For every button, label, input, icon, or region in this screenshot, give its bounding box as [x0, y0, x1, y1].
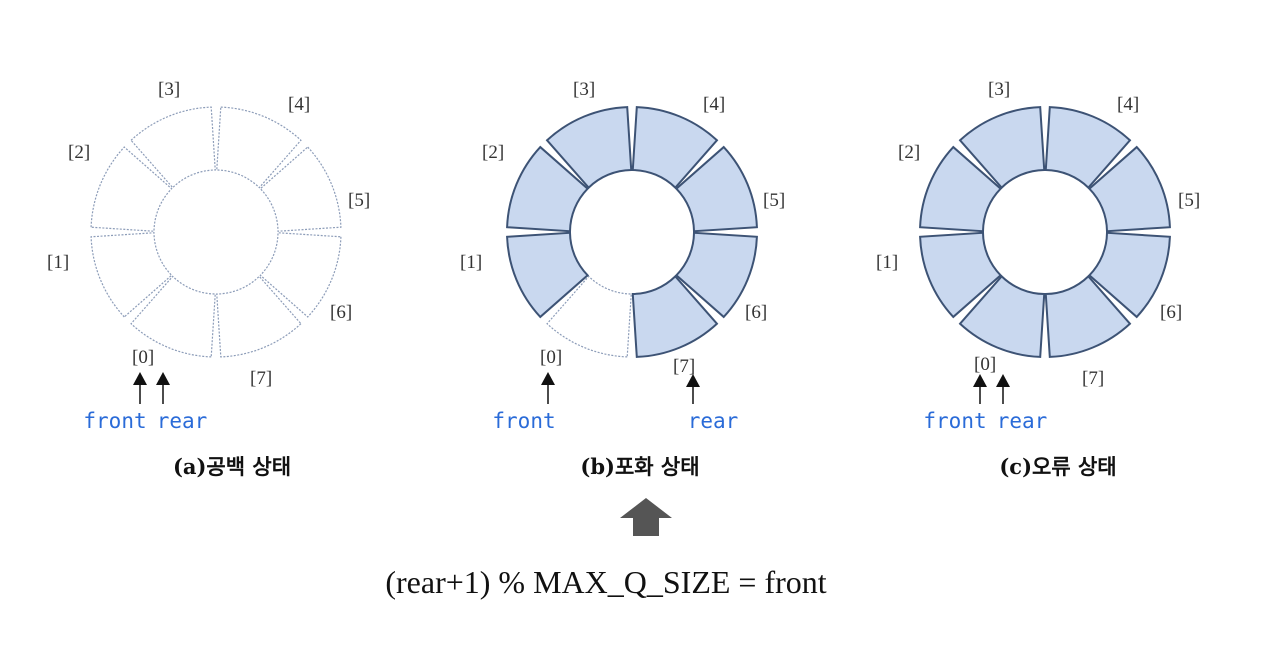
- full-condition-formula: (rear+1) % MAX_Q_SIZE = front: [385, 564, 826, 600]
- queue-a-slot-2: [90, 146, 173, 232]
- queue-c-rear-label: rear: [997, 409, 1048, 433]
- queue-c-slot-label-1: [1]: [876, 252, 898, 273]
- queue-b-slot-5: [674, 145, 758, 233]
- queue-a-slot-7: [216, 275, 302, 358]
- queue-a-slot-label-0: [0]: [132, 347, 154, 368]
- queue-c-slot-label-7: [7]: [1082, 368, 1104, 389]
- queue-a-slot-5: [259, 146, 342, 232]
- queue-c-rear-arrow: [996, 374, 1010, 404]
- queue-b-slot-1: [506, 231, 590, 319]
- queue-b-slot-7: [631, 274, 719, 358]
- queue-b-slot-2: [506, 145, 590, 233]
- queue-a: [0] [1] [2] [3] [4] [5] [6] [7] front re…: [47, 79, 370, 479]
- queue-c-front-label: front: [923, 409, 986, 433]
- queue-a-slot-label-1: [1]: [47, 252, 69, 273]
- queue-b-slot-label-7: [7]: [673, 356, 695, 377]
- queue-c-slot-2: [919, 145, 1003, 233]
- queue-b-rear-arrow: [686, 374, 700, 404]
- queue-a-slot-label-3: [3]: [158, 79, 180, 100]
- queue-b-slot-label-5: [5]: [763, 190, 785, 211]
- queue-c-slot-3: [958, 106, 1046, 190]
- queue-a-slot-4: [216, 106, 302, 189]
- queue-c: [0] [1] [2] [3] [4] [5] [6] [7] front re…: [876, 79, 1200, 479]
- queue-c-slot-label-6: [6]: [1160, 302, 1182, 323]
- queue-b-front-arrow: [541, 372, 555, 404]
- queue-b-slot-label-3: [3]: [573, 79, 595, 100]
- queue-b: [0] [1] [2] [3] [4] [5] [6] [7] front re…: [460, 79, 785, 479]
- queue-c-slot-5: [1087, 145, 1171, 233]
- queue-c-caption: (c)오류 상태: [999, 454, 1116, 479]
- queue-a-caption: (a)공백 상태: [173, 454, 291, 479]
- queue-a-front-label: front: [83, 409, 146, 433]
- queue-c-ring: [919, 106, 1171, 358]
- queue-a-slot-label-5: [5]: [348, 190, 370, 211]
- queue-b-caption: (b)포화 상태: [580, 454, 699, 479]
- queue-a-ring: [90, 106, 342, 358]
- queue-b-slot-6: [674, 231, 758, 319]
- queue-a-rear-arrow: [156, 372, 170, 404]
- queue-c-slot-0: [958, 274, 1046, 358]
- queue-c-slot-label-2: [2]: [898, 142, 920, 163]
- queue-a-slot-6: [259, 232, 342, 318]
- queue-b-ring: [506, 106, 758, 358]
- queue-c-slot-label-0: [0]: [974, 354, 996, 375]
- queue-a-slot-label-7: [7]: [250, 368, 272, 389]
- queue-b-slot-label-6: [6]: [745, 302, 767, 323]
- up-arrow-icon: [620, 498, 672, 536]
- queue-b-front-label: front: [492, 409, 555, 433]
- queue-c-slot-label-3: [3]: [988, 79, 1010, 100]
- queue-c-slot-7: [1044, 274, 1132, 358]
- queue-b-slot-label-1: [1]: [460, 252, 482, 273]
- queue-a-slot-label-6: [6]: [330, 302, 352, 323]
- queue-a-slot-0: [130, 275, 216, 358]
- queue-b-slot-label-0: [0]: [540, 347, 562, 368]
- queue-b-slot-0: [546, 275, 632, 358]
- queue-a-slot-1: [90, 232, 173, 318]
- queue-c-slot-label-4: [4]: [1117, 94, 1139, 115]
- queue-b-slot-label-2: [2]: [482, 142, 504, 163]
- queue-c-slot-label-5: [5]: [1178, 190, 1200, 211]
- queue-a-rear-label: rear: [157, 409, 208, 433]
- queue-c-slot-4: [1044, 106, 1132, 190]
- queue-a-slot-label-2: [2]: [68, 142, 90, 163]
- queue-a-slot-3: [130, 106, 216, 189]
- queue-c-slot-6: [1087, 231, 1171, 319]
- queue-b-rear-label: rear: [688, 409, 739, 433]
- queue-c-slot-1: [919, 231, 1003, 319]
- queue-c-front-arrow: [973, 374, 987, 404]
- queue-a-front-arrow: [133, 372, 147, 404]
- queue-b-slot-3: [545, 106, 633, 190]
- queue-b-slot-4: [631, 106, 719, 190]
- queue-b-slot-label-4: [4]: [703, 94, 725, 115]
- queue-a-slot-label-4: [4]: [288, 94, 310, 115]
